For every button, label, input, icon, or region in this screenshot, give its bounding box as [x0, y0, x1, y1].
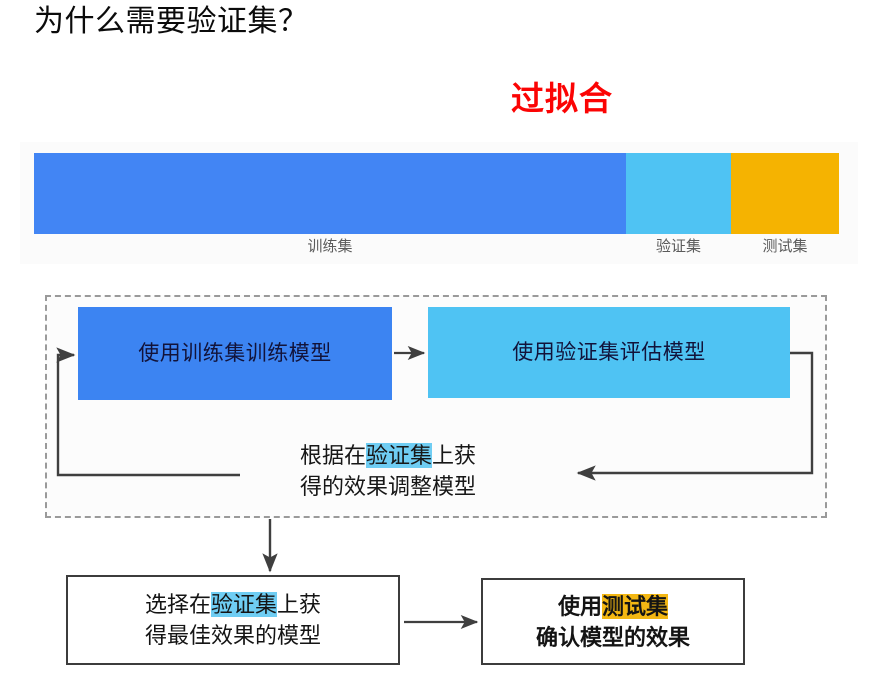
select-line1-highlight: 验证集 [210, 592, 277, 617]
process-box-train-with-training-set: 使用训练集训练模型 [78, 307, 392, 400]
dataset-split-figure: 训练集 验证集 测试集 [20, 142, 858, 264]
process-box-eval-label: 使用验证集评估模型 [512, 340, 706, 364]
bar-segment-validation [626, 153, 731, 234]
feedback-caption-line1: 根据在验证集上获 [300, 440, 530, 471]
result-box-confirm-with-test-set: 使用测试集 确认模型的效果 [481, 578, 745, 665]
confirm-model-line2: 确认模型的效果 [535, 624, 690, 650]
select-model-line1: 选择在验证集上获 [145, 589, 321, 620]
bar-label-test: 测试集 [762, 238, 808, 255]
feedback-caption: 根据在验证集上获 得的效果调整模型 [300, 440, 530, 502]
confirm-model-line1: 使用测试集 [536, 591, 690, 622]
confirm-line1-pre: 使用 [557, 593, 602, 619]
select-line1-pre: 选择在 [144, 592, 211, 617]
feedback-caption-line2: 得的效果调整模型 [300, 474, 477, 499]
process-box-train-label: 使用训练集训练模型 [138, 341, 332, 365]
feedback-line1-pre: 根据在 [300, 443, 367, 468]
confirm-model-text: 使用测试集 确认模型的效果 [536, 591, 690, 653]
select-line1-post: 上获 [277, 592, 322, 617]
bar-label-validation: 验证集 [655, 238, 701, 255]
select-model-line2: 得最佳效果的模型 [144, 623, 321, 648]
bar-label-training: 训练集 [307, 238, 353, 255]
overfitting-callout: 过拟合 [511, 80, 613, 117]
select-model-text: 选择在验证集上获 得最佳效果的模型 [145, 589, 321, 651]
bar-segment-test [731, 153, 839, 234]
process-box-evaluate-with-validation-set: 使用验证集评估模型 [428, 307, 790, 398]
dataset-split-bar [34, 153, 839, 234]
result-box-select-best-model: 选择在验证集上获 得最佳效果的模型 [66, 575, 400, 665]
feedback-line1-post: 上获 [432, 443, 477, 468]
confirm-line1-highlight: 测试集 [601, 593, 668, 619]
page-title: 为什么需要验证集？ [34, 5, 309, 38]
bar-segment-training [34, 153, 626, 234]
feedback-line1-highlight: 验证集 [366, 443, 433, 468]
